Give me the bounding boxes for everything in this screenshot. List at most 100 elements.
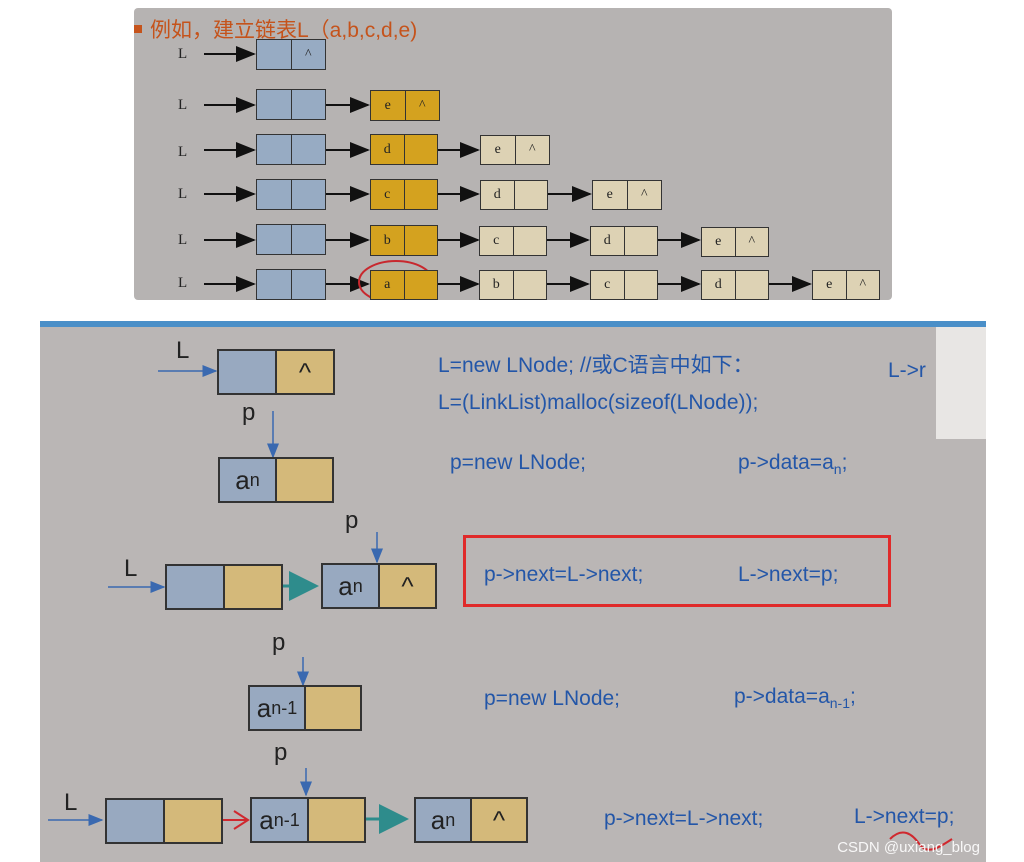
node-d-row5: d (590, 226, 658, 256)
node-data: e (494, 142, 501, 157)
label-p-step3: p (345, 507, 359, 534)
label-L-step3: L (124, 555, 138, 582)
heading-text: 例如，建立链表L（a,b,c,d,e) (150, 19, 418, 42)
head-node-data (257, 40, 291, 69)
null-pointer: ^ (404, 91, 440, 120)
node-data-subscript: n-1 (271, 697, 298, 718)
node-data: c (384, 186, 391, 202)
node-data: e (715, 234, 722, 249)
node-data: c (493, 233, 500, 248)
code-line-clipped: L->r (888, 359, 926, 382)
top-slide-panel: 例如，建立链表L（a,b,c,d,e) (134, 8, 892, 300)
node-next (512, 271, 547, 299)
head-node-row4 (256, 179, 326, 210)
node-data: a (384, 277, 391, 292)
node-data-letter: a (259, 804, 274, 835)
node-data: d (603, 233, 611, 248)
label-L-step1: L (176, 337, 190, 364)
csdn-watermark: CSDN @uxiang_blog (837, 839, 980, 856)
node-next (513, 181, 548, 209)
node-e-row3: e ^ (480, 135, 550, 165)
null-pointer: ^ (378, 565, 435, 607)
node-data-letter: a (430, 804, 446, 835)
head-node-step1: ^ (217, 349, 335, 395)
null-pointer: ^ (290, 40, 326, 69)
code-text: ; (850, 685, 856, 708)
head-node-next (290, 135, 326, 164)
code-line-p-new: p=new LNode; (450, 451, 587, 474)
node-next (403, 180, 438, 209)
head-node-next (290, 225, 326, 254)
head-node-next (290, 180, 326, 209)
node-e-row2: e ^ (370, 90, 440, 121)
head-node-next (290, 270, 326, 299)
node-e-row6: e ^ (812, 270, 880, 300)
head-node-data (257, 180, 291, 209)
bullet-icon (134, 25, 142, 34)
node-e-row4: e ^ (592, 180, 662, 210)
node-next (734, 271, 769, 299)
node-next (403, 271, 438, 299)
code-line-p-next: p->next=L->next; (484, 563, 644, 586)
node-next (403, 226, 438, 255)
code-line-p-data-an1: p->data=an-1; (734, 685, 856, 711)
node-next (304, 687, 360, 729)
null-pointer: ^ (734, 228, 769, 256)
node-d-row3: d (370, 134, 438, 165)
label-p-step5: p (274, 739, 288, 766)
node-data-subscript: n-1 (273, 809, 300, 830)
node-c-row5: c (479, 226, 547, 256)
code-line-l-next-2: L->next=p; (854, 805, 955, 828)
node-data: d (383, 141, 391, 157)
node-data-subscript: n (249, 469, 260, 490)
null-pointer: ^ (845, 271, 880, 299)
head-node-row5 (256, 224, 326, 255)
code-subscript: n-1 (829, 695, 850, 712)
presenter-photo (936, 327, 986, 439)
head-node-data (257, 135, 291, 164)
code-line-p-new-2: p=new LNode; (484, 687, 621, 710)
node-a-row6: a (370, 270, 438, 300)
node-data-letter: a (235, 464, 250, 495)
head-node-next (163, 800, 221, 842)
label-p-step2: p (242, 399, 256, 426)
node-e-row5: e ^ (701, 227, 769, 257)
label-L-step5: L (64, 789, 78, 816)
head-node-next (223, 566, 281, 608)
node-next (623, 227, 658, 255)
label-L-row2: L (178, 97, 188, 113)
head-node-data (257, 225, 291, 254)
node-next (307, 799, 364, 841)
node-data-subscript: n (352, 575, 363, 596)
node-data: e (384, 97, 391, 113)
head-node-step5 (105, 798, 223, 844)
null-pointer: ^ (514, 136, 550, 164)
node-b-row6: b (479, 270, 547, 300)
node-c-row6: c (590, 270, 658, 300)
head-node-data (107, 800, 163, 842)
code-line-p-data-an: p->data=an; (738, 451, 847, 477)
null-pointer: ^ (470, 799, 526, 841)
head-node-next (290, 90, 326, 119)
node-data: e (826, 277, 833, 292)
node-data-letter: a (256, 692, 272, 723)
null-pointer: ^ (626, 181, 662, 209)
node-next (275, 459, 332, 501)
label-p-step4: p (272, 629, 286, 656)
code-text: ; (841, 451, 848, 474)
node-data: e (606, 187, 613, 202)
node-data: b (383, 232, 391, 248)
head-node-data (219, 351, 275, 393)
node-data: d (714, 277, 722, 292)
bottom-slide-panel: L ^ L=new LNode; //或C语言中如下： L=(LinkList)… (40, 321, 986, 862)
highlight-box (463, 535, 891, 607)
code-text: p->data=a (734, 685, 830, 708)
head-node-row3 (256, 134, 326, 165)
